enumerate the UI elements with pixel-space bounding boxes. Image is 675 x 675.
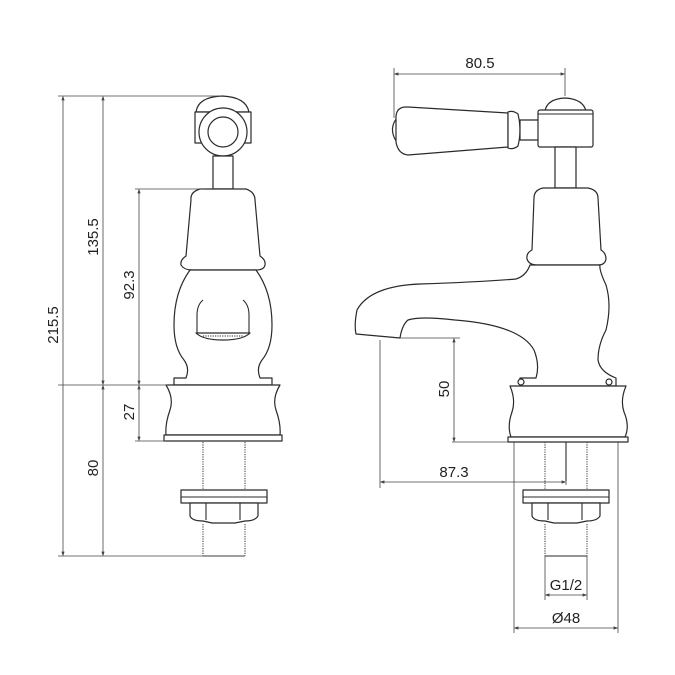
dim-label-135-5: 135.5 xyxy=(85,218,102,256)
dim-label-g1-2: G1/2 xyxy=(550,577,583,594)
dim-label-50: 50 xyxy=(436,381,453,398)
dim-label-87-3: 87.3 xyxy=(439,464,468,481)
side-upper-body xyxy=(526,187,607,266)
dim-label-215-5: 215.5 xyxy=(45,306,62,344)
side-dimensions xyxy=(379,68,619,633)
front-upper-body xyxy=(180,188,266,271)
side-view xyxy=(354,68,629,633)
dim-label-80-5: 80.5 xyxy=(465,55,494,72)
side-shank xyxy=(522,442,610,557)
front-shank xyxy=(180,442,268,557)
front-view xyxy=(58,95,283,557)
dim-label-92-3: 92.3 xyxy=(121,270,138,299)
side-spout-body xyxy=(354,264,617,387)
dim-label-80: 80 xyxy=(85,460,102,477)
side-lever-handle xyxy=(391,97,594,189)
front-base-collar xyxy=(163,384,283,442)
dim-label-diameter-48: Ø48 xyxy=(552,610,580,627)
front-handle-head xyxy=(194,95,252,190)
front-lower-body xyxy=(173,269,273,386)
side-base-collar xyxy=(507,385,629,443)
dim-label-27: 27 xyxy=(121,404,138,421)
front-dimensions xyxy=(58,95,245,557)
